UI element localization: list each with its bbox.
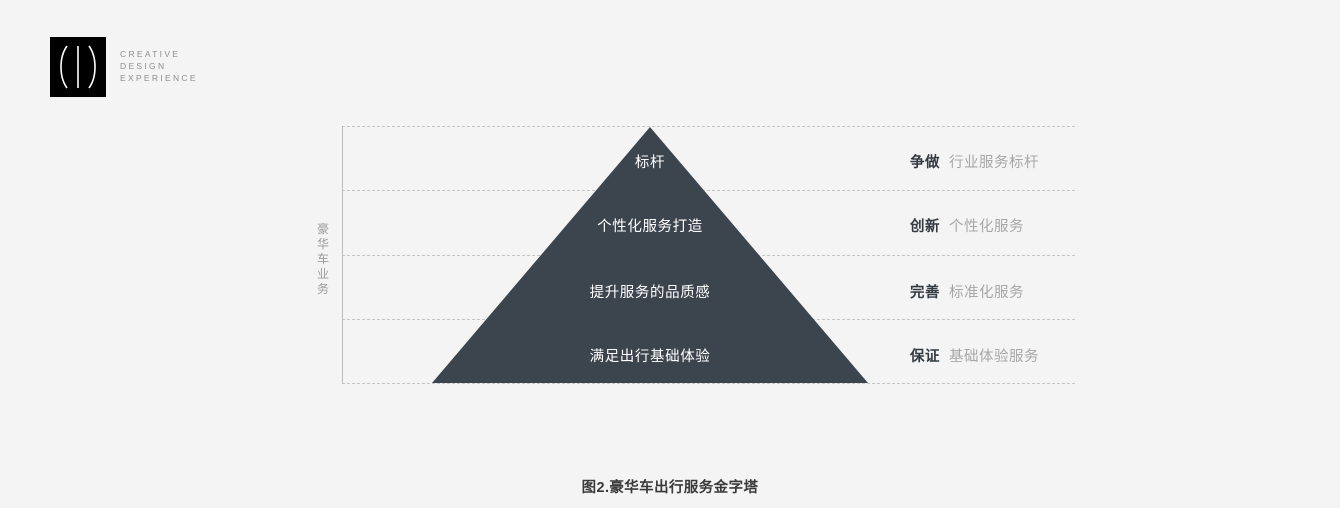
annotation-2-keyword: 创新 bbox=[910, 219, 940, 235]
annotation-4-detail: 基础体验服务 bbox=[949, 349, 1039, 365]
tier-label-4: 满足出行基础体验 bbox=[589, 349, 711, 365]
brand-line-1: CREATIVE bbox=[120, 49, 181, 60]
axis-label: 豪华车业务 bbox=[316, 222, 329, 296]
pyramid-chart: 豪华车业务 标杆 个性化服务打造 提升服务的品质感 满足出行基础体验 争做行业服… bbox=[316, 118, 1082, 393]
annotation-1-keyword: 争做 bbox=[910, 155, 940, 171]
annotation-3: 完善标准化服务 bbox=[910, 281, 1024, 302]
annotation-4-keyword: 保证 bbox=[910, 349, 940, 365]
gridline-top bbox=[342, 126, 1075, 127]
tier-label-3: 提升服务的品质感 bbox=[589, 285, 711, 301]
brand-logo: CREATIVE DESIGN EXPERIENCE bbox=[50, 37, 198, 97]
cdx-bracket-logo-icon bbox=[50, 37, 106, 97]
annotation-1: 争做行业服务标杆 bbox=[910, 151, 1039, 172]
gridline-base bbox=[342, 383, 1075, 384]
annotation-2-detail: 个性化服务 bbox=[949, 219, 1024, 235]
annotation-3-keyword: 完善 bbox=[910, 285, 940, 301]
brand-line-3: EXPERIENCE bbox=[120, 72, 198, 83]
gridline-1 bbox=[342, 190, 1075, 191]
brand-line-2: DESIGN bbox=[120, 61, 167, 72]
tier-label-2: 个性化服务打造 bbox=[597, 219, 703, 235]
annotation-4: 保证基础体验服务 bbox=[910, 345, 1039, 366]
annotation-1-detail: 行业服务标杆 bbox=[949, 155, 1039, 171]
pyramid-shape bbox=[342, 118, 1082, 393]
figure-caption: 图2.豪华车出行服务金字塔 bbox=[581, 480, 759, 496]
axis-line bbox=[342, 126, 343, 384]
annotation-2: 创新个性化服务 bbox=[910, 215, 1024, 236]
tier-label-1: 标杆 bbox=[634, 155, 666, 171]
annotation-3-detail: 标准化服务 bbox=[949, 285, 1024, 301]
brand-wordmark: CREATIVE DESIGN EXPERIENCE bbox=[120, 49, 198, 84]
